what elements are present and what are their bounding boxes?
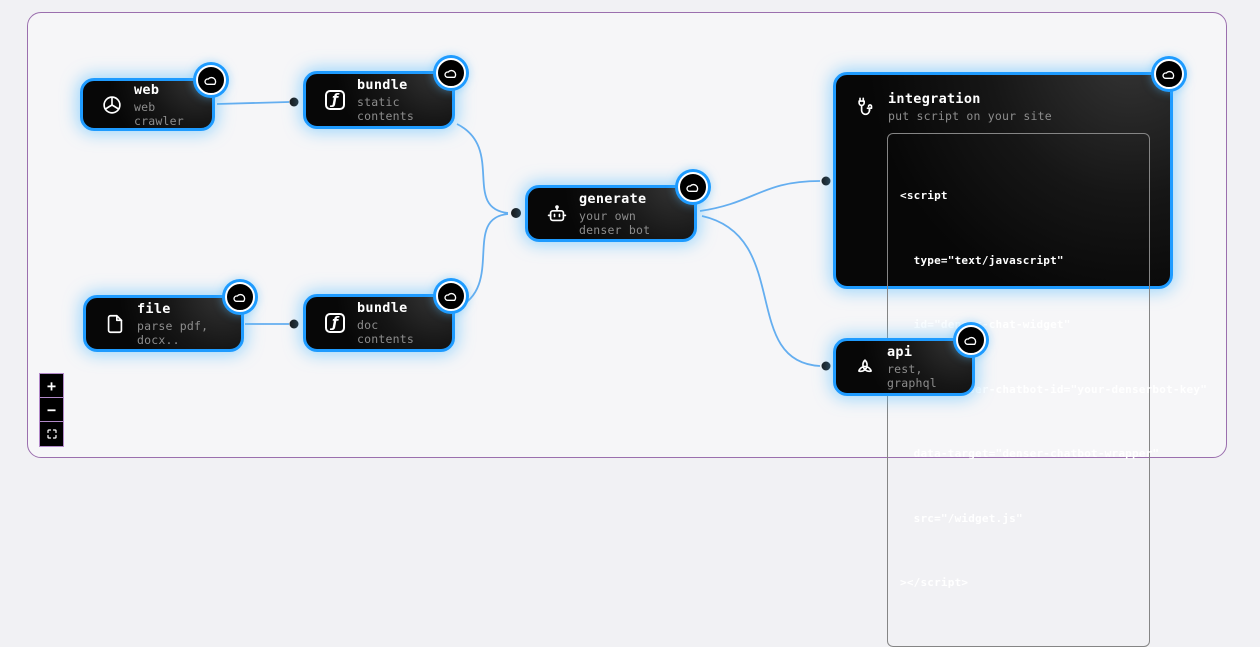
square-function-icon: ƒ	[323, 311, 347, 335]
cloud-icon	[1162, 70, 1175, 79]
function-glyph: ƒ	[325, 90, 345, 110]
cloud-badge	[1154, 59, 1184, 89]
node-subtitle: your own denser bot	[579, 208, 651, 237]
code-line: id="denser-chat-widget"	[900, 318, 1071, 331]
fit-view-icon	[46, 429, 57, 439]
node-title: integration	[888, 91, 981, 107]
code-line: type="text/javascript"	[900, 253, 1064, 267]
cloud-icon	[204, 76, 217, 85]
cloud-badge	[956, 325, 986, 355]
edge-web-bundle-static[interactable]	[216, 101, 290, 105]
node-api[interactable]: api rest, graphql	[833, 325, 986, 396]
code-line: src="/widget.js"	[900, 511, 1023, 525]
node-web[interactable]: web web crawler	[80, 65, 226, 131]
node-bundle-doc[interactable]: ƒ bundle doc contents	[303, 281, 466, 352]
node-title: web	[134, 81, 160, 98]
fit-view-button[interactable]	[40, 422, 63, 446]
cloud-badge	[436, 58, 466, 88]
edge-bundle-static-generate[interactable]	[456, 123, 509, 214]
node-subtitle: web crawler	[134, 99, 184, 128]
node-title: generate	[579, 190, 647, 207]
cloud-icon	[444, 292, 457, 301]
node-subtitle: parse pdf, docx..	[137, 318, 209, 347]
cable-icon	[854, 95, 878, 119]
node-title: bundle	[357, 300, 408, 316]
edge-generate-integration[interactable]	[699, 180, 821, 212]
cloud-icon	[444, 69, 457, 78]
edge-bundle-doc-generate[interactable]	[456, 213, 509, 309]
node-integration[interactable]: integration put script on your site <scr…	[833, 59, 1207, 647]
cloud-badge	[225, 282, 255, 312]
cloud-icon	[233, 293, 246, 302]
canvas-controls: + −	[39, 373, 64, 447]
file-icon	[103, 312, 127, 336]
zoom-in-button[interactable]: +	[40, 374, 63, 398]
cloud-badge	[678, 172, 708, 202]
bot-icon	[545, 202, 569, 226]
function-glyph: ƒ	[325, 313, 345, 333]
node-title: file	[137, 300, 171, 317]
node-subtitle: put script on your site	[888, 109, 1052, 123]
node-generate[interactable]: generate your own denser bot	[525, 172, 708, 242]
cloud-icon	[686, 183, 699, 192]
trefoil-knot-icon	[853, 355, 877, 379]
node-title: bundle	[357, 77, 408, 93]
node-bundle-static[interactable]: ƒ bundle static contents	[303, 58, 466, 129]
node-subtitle: rest, graphql	[887, 362, 937, 390]
node-title: api	[887, 344, 913, 360]
node-subtitle: doc contents	[357, 318, 414, 346]
code-line: <script	[900, 189, 948, 202]
node-subtitle: static contents	[357, 95, 414, 123]
globe-icon	[100, 93, 124, 117]
edge-generate-api[interactable]	[701, 215, 821, 367]
square-function-icon: ƒ	[323, 88, 347, 112]
node-file[interactable]: file parse pdf, docx..	[83, 282, 255, 352]
cloud-badge	[196, 65, 226, 95]
cloud-icon	[964, 336, 977, 345]
code-line: data-denser-chatbot-id="your-denserbot-k…	[900, 382, 1208, 396]
code-line: data-target="denser-chatbot-wrapper"	[900, 447, 1160, 460]
code-line: ></script>	[900, 576, 969, 589]
zoom-out-button[interactable]: −	[40, 398, 63, 422]
cloud-badge	[436, 281, 466, 311]
